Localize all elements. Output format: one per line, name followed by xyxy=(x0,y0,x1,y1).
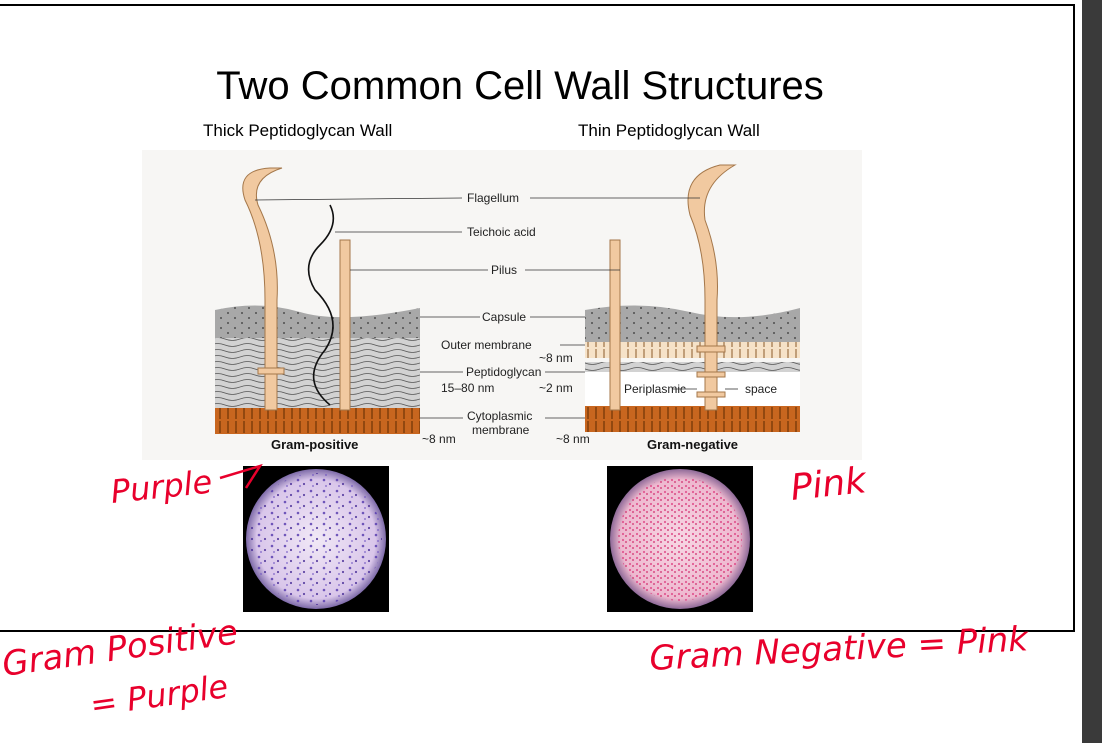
pink-note: Pink xyxy=(789,460,870,509)
gp-peptidoglycan-layer xyxy=(215,338,420,408)
bottom-left-note-line2: = Purple xyxy=(88,667,231,724)
purple-note: Purple xyxy=(109,463,214,511)
purple-arrow-icon xyxy=(219,463,263,489)
label-flagellum: Flagellum xyxy=(467,191,519,205)
label-capsule: Capsule xyxy=(482,310,526,324)
gram-negative-stain-image xyxy=(610,469,750,609)
right-heading: Thin Peptidoglycan Wall xyxy=(578,121,760,140)
label-gram-negative: Gram-negative xyxy=(647,437,738,452)
label-outer-membrane-size: ~8 nm xyxy=(539,351,573,365)
left-heading: Thick Peptidoglycan Wall xyxy=(203,121,393,140)
label-pilus: Pilus xyxy=(491,263,517,277)
gram-negative-wall xyxy=(585,164,800,432)
gn-peptidoglycan-layer xyxy=(585,362,800,372)
gn-outer-membrane xyxy=(585,342,800,358)
leader-lines xyxy=(254,197,738,419)
gram-negative-micrograph xyxy=(607,466,753,612)
gp-cytoplasmic-membrane xyxy=(215,408,420,434)
gram-positive-stain-image xyxy=(246,469,386,609)
label-outer-membrane: Outer membrane xyxy=(441,338,532,352)
gn-capsule-layer xyxy=(585,305,800,342)
gn-hook-1 xyxy=(696,345,726,353)
gn-hook-3 xyxy=(696,391,726,398)
label-peptidoglycan: Peptidoglycan xyxy=(466,365,541,379)
label-gn-peptidoglycan-size: ~2 nm xyxy=(539,381,573,395)
gram-positive-micrograph xyxy=(243,466,389,612)
gp-flagellum xyxy=(242,167,283,411)
gram-positive-wall xyxy=(215,167,420,434)
slide-title: Two Common Cell Wall Structures xyxy=(216,64,824,108)
label-membrane: membrane xyxy=(472,423,530,437)
label-teichoic-acid: Teichoic acid xyxy=(467,225,536,239)
gp-pilus xyxy=(339,239,351,411)
gn-pilus xyxy=(609,239,621,411)
gn-flagellum xyxy=(687,164,737,411)
teichoic-acid-strand xyxy=(307,204,335,406)
gp-flagellum-hook xyxy=(257,367,285,375)
gn-cytoplasmic-membrane xyxy=(585,406,800,432)
label-gram-positive: Gram-positive xyxy=(271,437,358,452)
label-gp-peptidoglycan-size: 15–80 nm xyxy=(441,381,494,395)
bottom-right-note: Gram Negative = Pink xyxy=(648,619,1030,679)
label-space: space xyxy=(745,382,777,396)
label-cytoplasmic: Cytoplasmic xyxy=(467,409,532,423)
label-periplasmic: Periplasmic xyxy=(624,382,686,396)
gn-hook-2 xyxy=(696,371,726,378)
right-side-panel xyxy=(1082,0,1102,743)
label-gp-membrane-size: ~8 nm xyxy=(422,432,456,446)
label-gn-membrane-size: ~8 nm xyxy=(556,432,590,446)
